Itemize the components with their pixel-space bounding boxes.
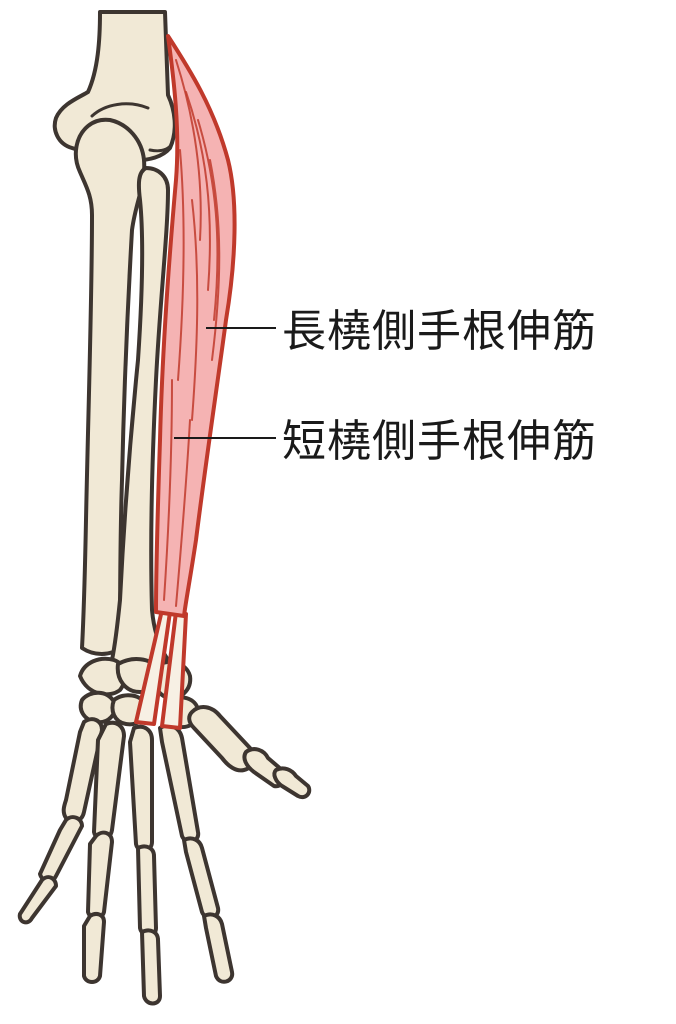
thumb-bones	[187, 705, 312, 799]
finger-bones	[17, 717, 235, 1006]
tendons	[134, 608, 188, 730]
extensor-muscle-belly	[154, 34, 237, 618]
humerus	[52, 10, 177, 163]
ecrb-label: 短橈側手根伸筋	[282, 416, 597, 467]
ecrl-label: 長橈側手根伸筋	[282, 306, 597, 357]
